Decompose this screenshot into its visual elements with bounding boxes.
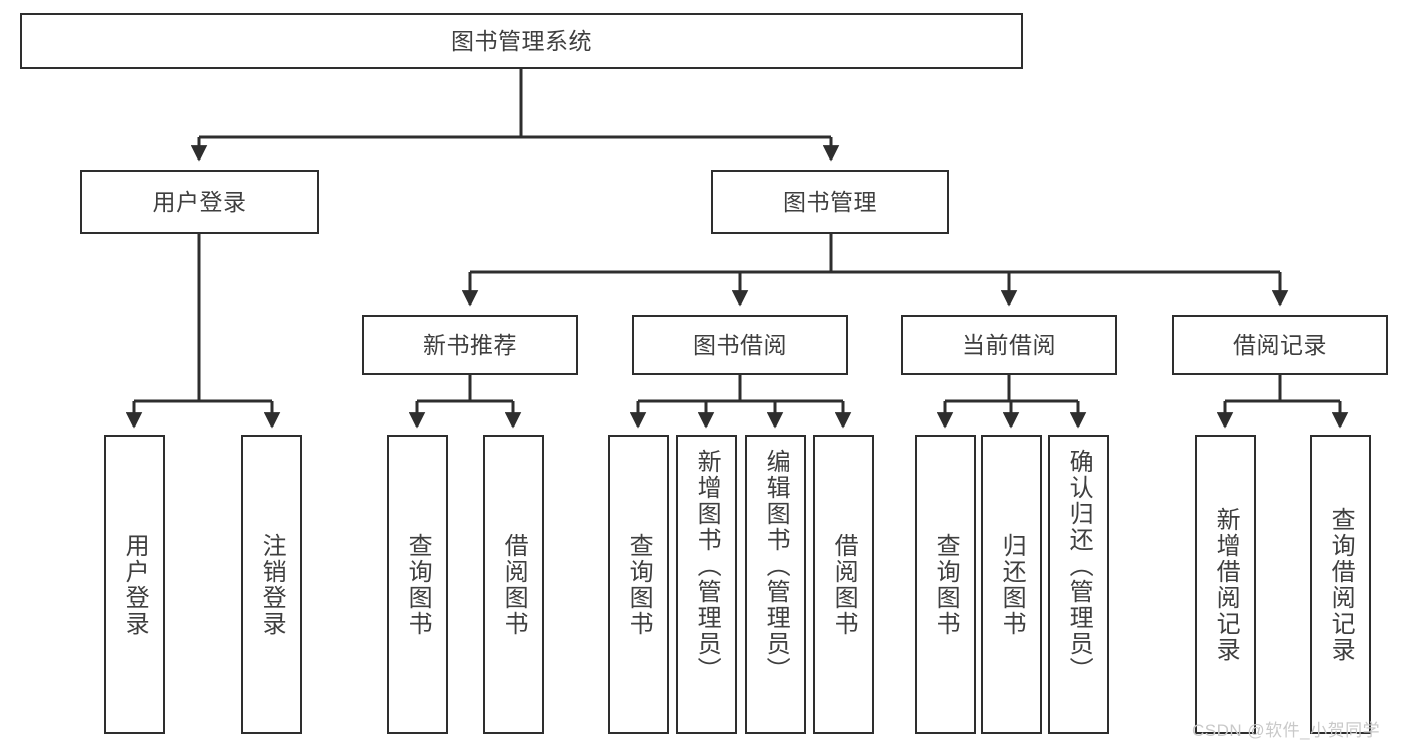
node-new-book-recommend-label: 新书推荐: [423, 331, 517, 358]
leaf-edit-book-label: 编辑图书（管理员）: [762, 449, 790, 683]
leaf-query-borrow-record[interactable]: 查询借阅记录: [1310, 435, 1371, 734]
leaf-add-book[interactable]: 新增图书（管理员）: [676, 435, 737, 734]
leaf-return-book-label: 归还图书: [998, 532, 1026, 637]
leaf-user-logout-label: 注销登录: [258, 532, 286, 637]
leaf-borrow-book[interactable]: 借阅图书: [813, 435, 874, 734]
node-current-borrow-label: 当前借阅: [962, 331, 1056, 358]
node-user-login[interactable]: 用户登录: [80, 170, 319, 234]
leaf-user-login[interactable]: 用户登录: [104, 435, 165, 734]
node-root-label: 图书管理系统: [451, 27, 592, 54]
leaf-confirm-return-label: 确认归还（管理员）: [1065, 449, 1093, 683]
node-book-borrow[interactable]: 图书借阅: [632, 315, 848, 375]
leaf-return-book[interactable]: 归还图书: [981, 435, 1042, 734]
leaf-borrow-book-recommend[interactable]: 借阅图书: [483, 435, 544, 734]
csdn-watermark: CSDN @软件_小贺同学: [1192, 721, 1381, 740]
leaf-add-borrow-record[interactable]: 新增借阅记录: [1195, 435, 1256, 734]
leaf-query-borrow-record-label: 查询借阅记录: [1327, 506, 1355, 663]
node-borrow-records-label: 借阅记录: [1233, 331, 1327, 358]
leaf-add-borrow-record-label: 新增借阅记录: [1212, 506, 1240, 663]
leaf-query-book-recommend[interactable]: 查询图书: [387, 435, 448, 734]
leaf-query-book-borrow[interactable]: 查询图书: [608, 435, 669, 734]
node-book-management[interactable]: 图书管理: [711, 170, 949, 234]
node-user-login-label: 用户登录: [152, 188, 247, 215]
leaf-query-book-recommend-label: 查询图书: [404, 532, 432, 637]
leaf-edit-book[interactable]: 编辑图书（管理员）: [745, 435, 806, 734]
leaf-confirm-return[interactable]: 确认归还（管理员）: [1048, 435, 1109, 734]
leaf-borrow-book-label: 借阅图书: [830, 532, 858, 637]
node-book-management-label: 图书管理: [783, 188, 877, 215]
node-book-borrow-label: 图书借阅: [693, 331, 787, 358]
leaf-query-book-borrow-label: 查询图书: [625, 532, 653, 637]
node-current-borrow[interactable]: 当前借阅: [901, 315, 1117, 375]
leaf-borrow-book-recommend-label: 借阅图书: [500, 532, 528, 637]
leaf-user-login-label: 用户登录: [121, 532, 149, 637]
leaf-query-book-current[interactable]: 查询图书: [915, 435, 976, 734]
leaf-add-book-label: 新增图书（管理员）: [693, 449, 721, 683]
leaf-user-logout[interactable]: 注销登录: [241, 435, 302, 734]
node-root[interactable]: 图书管理系统: [20, 13, 1023, 69]
leaf-query-book-current-label: 查询图书: [932, 532, 960, 637]
node-borrow-records[interactable]: 借阅记录: [1172, 315, 1388, 375]
node-new-book-recommend[interactable]: 新书推荐: [362, 315, 578, 375]
